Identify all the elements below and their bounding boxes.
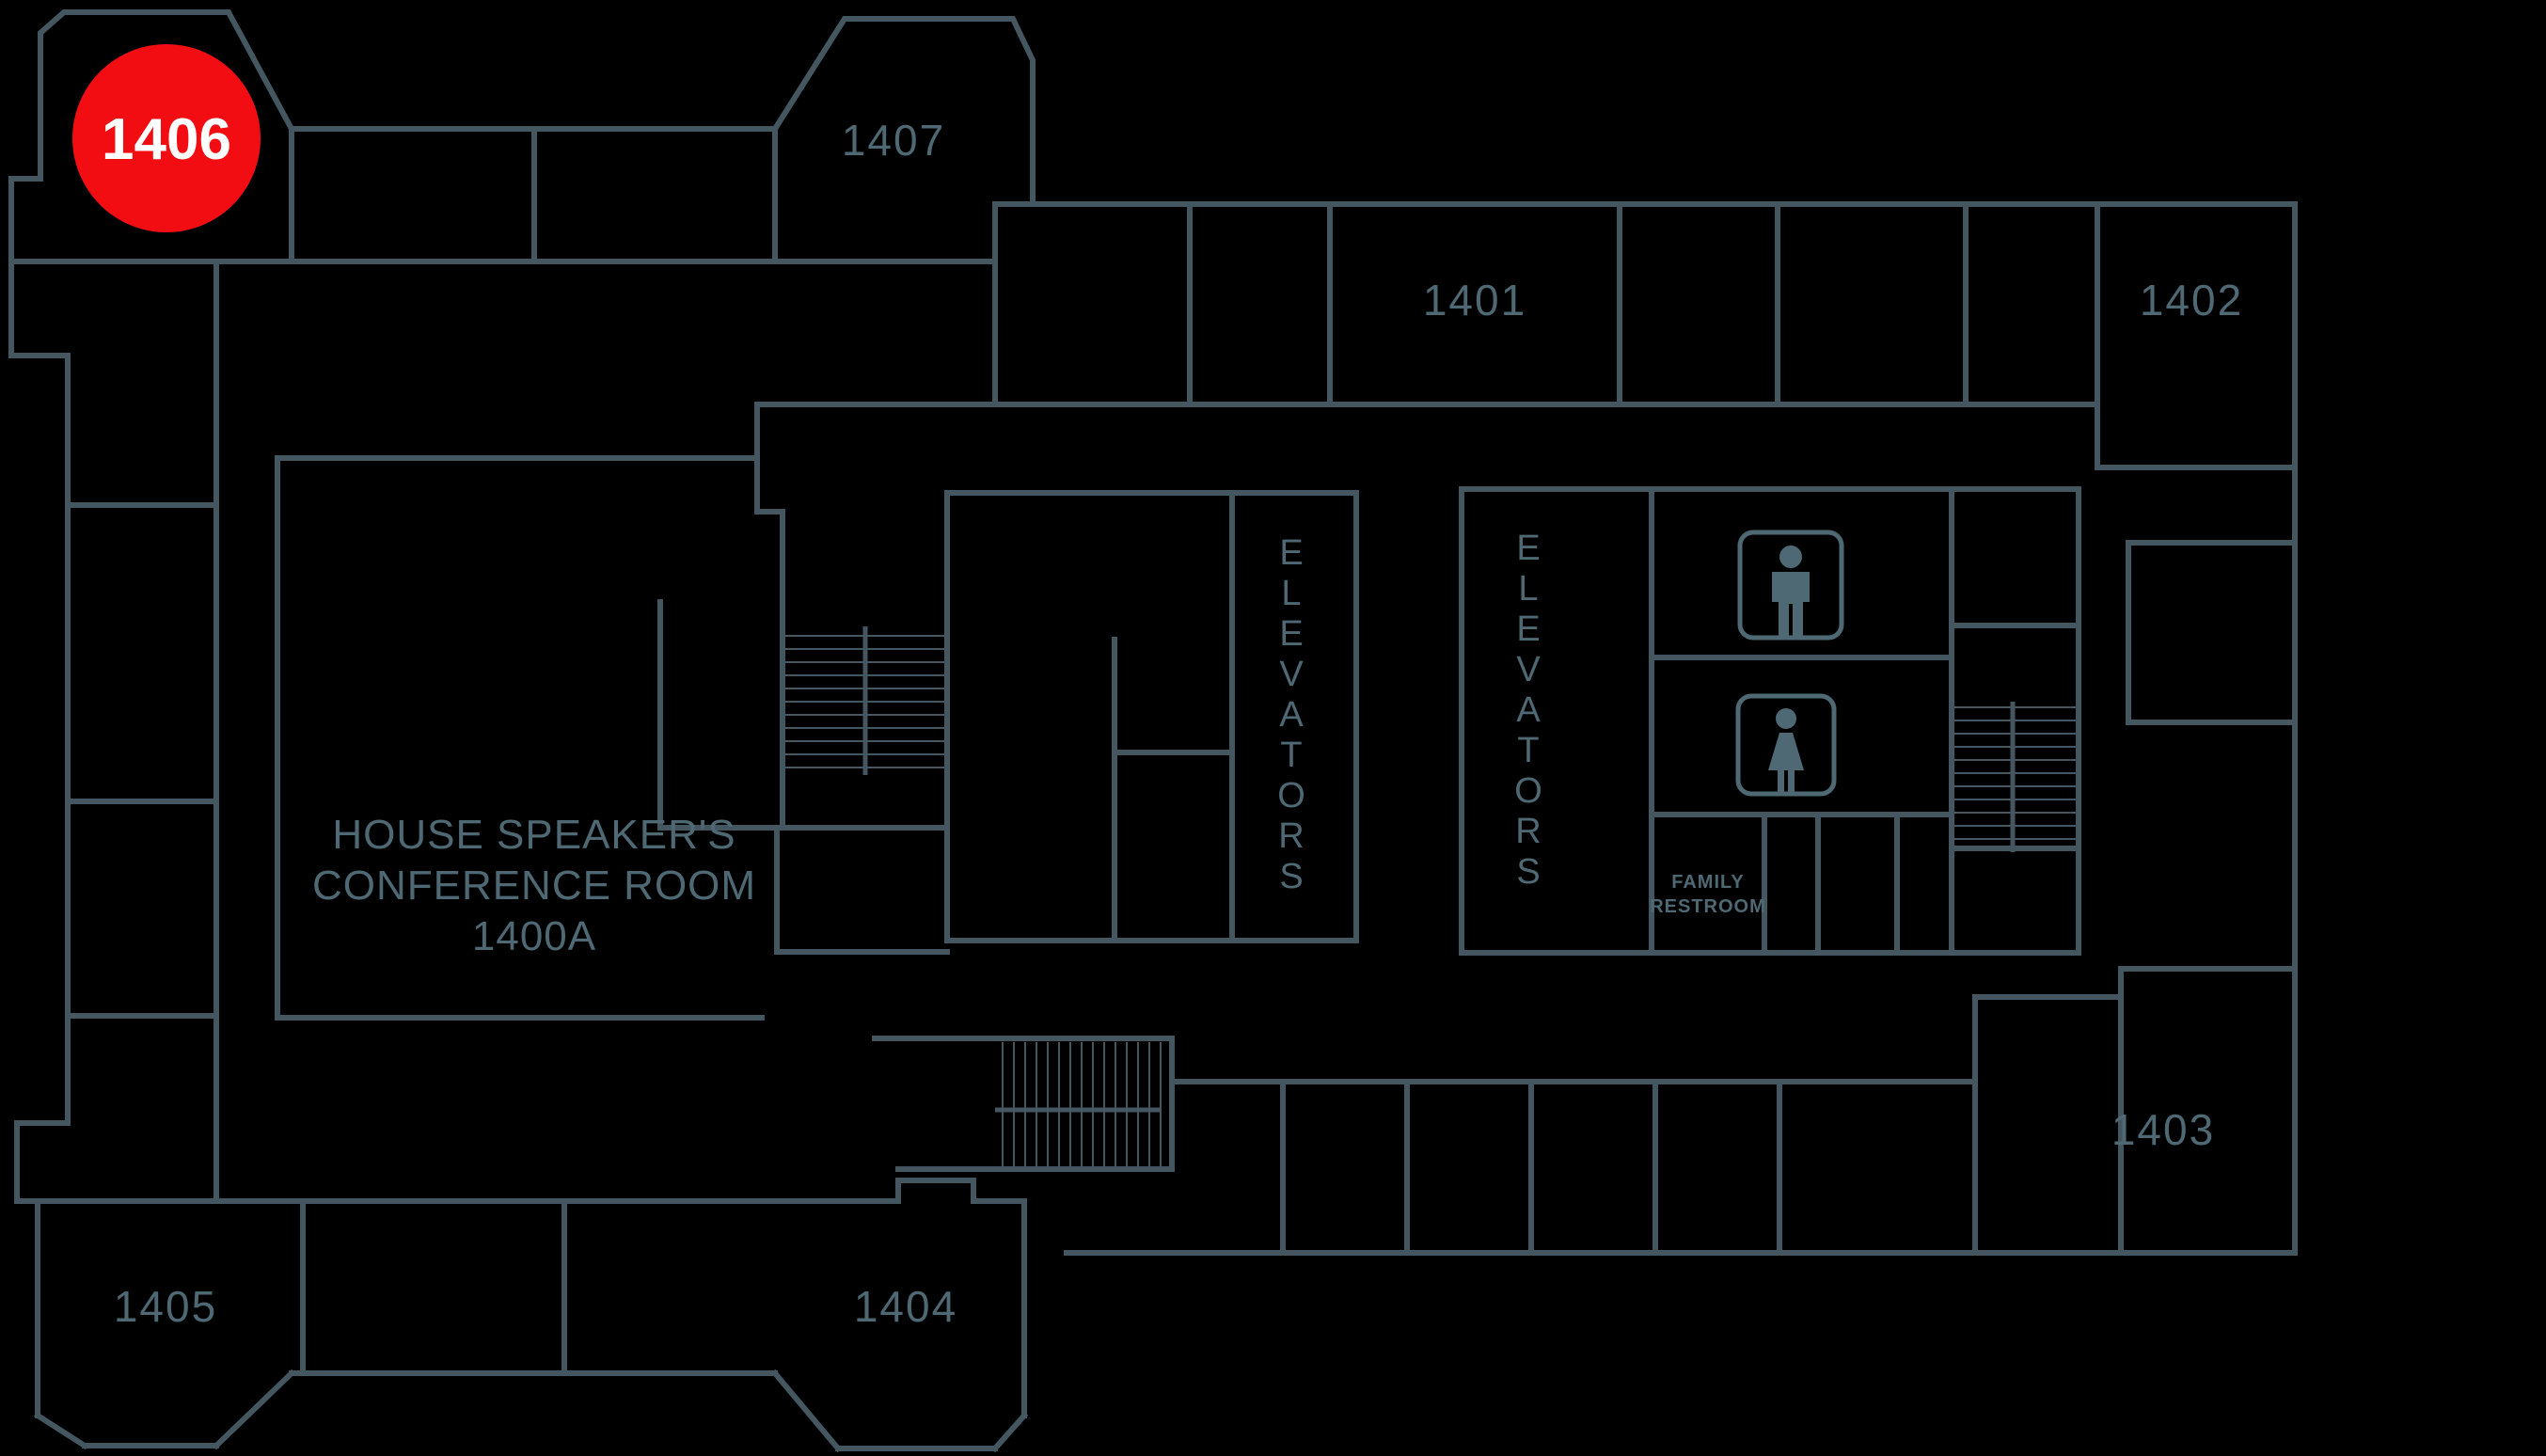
room-label-1407: 1407	[842, 116, 945, 165]
family-restroom-label: FAMILY RESTROOM	[1650, 872, 1766, 917]
women-restroom-icon	[1735, 693, 1837, 797]
walls-stairs-south-box	[872, 1036, 1175, 1172]
stairs-west-hatch	[785, 626, 945, 775]
conference-room-label: HOUSE SPEAKER'S CONFERENCE ROOM 1400A	[312, 812, 756, 959]
room-1406-badge-label: 1406	[102, 107, 231, 172]
elevators-letter: S	[1279, 857, 1303, 896]
walls-south-band	[1064, 994, 2298, 1256]
elevators-letter: E	[1516, 609, 1540, 649]
walls-top-left-block	[8, 9, 1036, 1204]
men-restroom-icon	[1737, 530, 1844, 641]
elevators-letter: T	[1517, 731, 1539, 770]
elevators-letter: L	[1281, 574, 1301, 613]
room-label-1403: 1403	[2111, 1105, 2215, 1154]
family-restroom-line2: RESTROOM	[1650, 896, 1766, 917]
stairs-east-hatch	[1954, 702, 2076, 852]
elevators-letter: V	[1516, 650, 1541, 689]
elevators-letter: E	[1279, 533, 1303, 573]
elevators-letter: T	[1280, 736, 1302, 775]
room-label-1405: 1405	[114, 1282, 217, 1331]
elevators-letter: E	[1516, 529, 1540, 568]
room-1406-marker: 1406	[72, 44, 261, 232]
room-1406-badge-circle	[72, 44, 261, 232]
walls-conference-area	[275, 402, 950, 1021]
elevators-letter: O	[1277, 776, 1305, 815]
walls-east-rooms	[2118, 540, 2298, 1256]
room-label-1401: 1401	[1423, 276, 1526, 324]
elevators-letter: V	[1279, 655, 1304, 694]
walls-elevator-block-west	[944, 490, 1359, 943]
room-labels: 1407 1401 1402 1403 1404 1405	[114, 116, 2243, 1331]
elevators-letter: A	[1279, 695, 1304, 735]
elevators-letter: L	[1518, 569, 1538, 609]
walls-office-band-north	[754, 201, 2298, 1256]
family-restroom-line1: FAMILY	[1671, 872, 1745, 893]
room-label-1404: 1404	[854, 1282, 957, 1331]
elevators-letter: R	[1278, 816, 1304, 856]
walls-bottom-left-block	[14, 1178, 1029, 1453]
elevators-letter: O	[1514, 771, 1542, 811]
conference-label-line2: CONFERENCE ROOM	[312, 863, 756, 909]
elevators-letter: A	[1516, 690, 1541, 730]
conference-label-line1: HOUSE SPEAKER'S	[332, 812, 735, 858]
elevators-letter: E	[1279, 614, 1303, 654]
elevators-letter: S	[1516, 852, 1540, 892]
walls-elevator-block-east	[1459, 486, 2081, 956]
room-label-1402: 1402	[2140, 276, 2243, 324]
elevators-letter: R	[1515, 812, 1541, 851]
conference-label-line3: 1400A	[472, 913, 596, 959]
stairs-south-hatch	[995, 1042, 1162, 1166]
